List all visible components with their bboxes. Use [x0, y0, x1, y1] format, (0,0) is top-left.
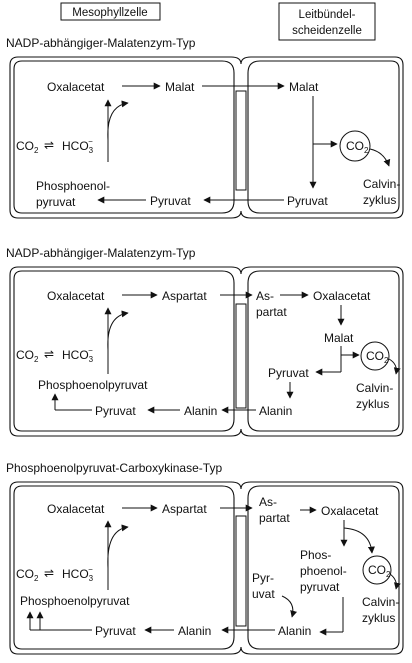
panel-3-equilibrium-sign: ⇌ [44, 566, 54, 580]
panel-2-aspartat-mesophyll: Aspartat [162, 289, 207, 303]
panel-2-bundle-cell [247, 270, 400, 432]
panel-2-plasmodesma-bar [235, 303, 247, 409]
panel-3-arrow-pyruvat-alanin [281, 595, 298, 618]
panel-1-oxalacetat: Oxalacetat [47, 80, 105, 94]
panel-3-arrow-co2-calvin [389, 573, 401, 590]
header-bundle-sheath: Leitbündel- scheidenzelle [278, 2, 376, 41]
header-mesophyll-label: Mesophyllzelle [72, 7, 147, 19]
panel-1-co2-left: CO2 [16, 139, 39, 155]
panel-1-pyruvat-mesophyll: Pyruvat [150, 194, 191, 208]
panel-2-aspartat-bundle-2: partat [256, 305, 287, 319]
panel-3-bundle-cell [247, 485, 400, 650]
panel-3-co2-left: CO2 [16, 567, 39, 583]
panel-2-co2-left: CO2 [16, 348, 39, 364]
panel-2-hco3: HCO3− [62, 346, 94, 364]
panel-1-arrow-hco3-fixation [107, 100, 129, 141]
panel-3-aspartat-bundle-1: As- [259, 495, 277, 509]
panel-1-equilibrium-sign: ⇌ [44, 138, 54, 152]
panel-2-calvin-1: Calvin- [356, 381, 393, 395]
panel-3-oxalacetat-bundle: Oxalacetat [321, 504, 379, 518]
panel-1-calvin-2: zyklus [363, 193, 396, 207]
panel-2-pyruvat-mesophyll: Pyruvat [95, 404, 136, 418]
panel-2-outer-wall [9, 266, 404, 437]
panel-3-calvin-1: Calvin- [362, 595, 399, 609]
panel-3-calvin-2: zyklus [362, 611, 395, 625]
panel-1-arrow-co2-calvin [369, 148, 391, 167]
panel-1-pep-1: Phosphoenol- [36, 179, 110, 193]
panel-2: NADP-abhängiger-Malatenzym-Typ Oxalaceta… [6, 246, 404, 437]
panel-3-alanin-bundle: Alanin [278, 624, 311, 638]
panel-1-calvin-1: Calvin- [363, 177, 400, 191]
panel-3-alanin-mesophyll: Alanin [178, 624, 211, 638]
panel-2-alanin-mesophyll: Alanin [184, 404, 217, 418]
panel-2-alanin-bundle: Alanin [259, 404, 292, 418]
panel-1-plasmodesma-bar [235, 90, 247, 191]
panel-3-aspartat-bundle-2: partat [259, 511, 290, 525]
panel-3-mesophyll-cell [13, 485, 235, 650]
panel-2-oxalacetat-bundle: Oxalacetat [313, 289, 371, 303]
panel-3-phos-3: pyruvat [300, 580, 340, 594]
panel-3-phos-1: Phos- [300, 548, 331, 562]
panel-1-bundle-cell [247, 60, 400, 214]
panel-1-hco3: HCO3− [62, 137, 94, 155]
panel-2-pep: Phosphoenolpyruvat [38, 378, 148, 392]
panel-1-pyruvat-bundle: Pyruvat [287, 194, 328, 208]
panel-1-co2-circle-label: CO2 [346, 139, 369, 155]
panel-3-arrow-oxa-co2 [343, 527, 375, 554]
panel-3-arrow-hco3-fixation [107, 524, 129, 569]
header-bundle-sheath-line2: scheidenzelle [292, 25, 362, 37]
panel-2-co2-circle-label: CO2 [366, 349, 389, 365]
panel-3-plasmodesma-bar [235, 515, 247, 627]
panel-2-equilibrium-sign: ⇌ [44, 347, 54, 361]
header-mesophyll: Mesophyllzelle [60, 2, 161, 21]
panel-2-co2-circle [360, 341, 390, 371]
header-bundle-sheath-line1: Leitbündel- [299, 9, 356, 21]
panel-2-calvin-2: zyklus [356, 397, 389, 411]
panel-3-pyruvat-mesophyll: Pyruvat [95, 624, 136, 638]
panel-3-hco3: HCO3− [62, 565, 94, 583]
panel-1-co2-circle [339, 130, 371, 162]
panel-2-arrow-hco3-fixation [107, 310, 129, 351]
panel-1-malat-mesophyll: Malat [165, 80, 195, 94]
panel-3: Phosphoenolpyruvat-Carboxykinase-Typ Oxa… [6, 461, 404, 655]
panel-1: NADP-abhängiger-Malatenzym-Typ Oxalaceta… [6, 36, 404, 219]
panel-2-malat: Malat [324, 331, 354, 345]
panel-3-oxalacetat-mesophyll: Oxalacetat [47, 502, 105, 516]
panel-3-pyr-1: Pyr- [252, 571, 274, 585]
panel-3-aspartat-mesophyll: Aspartat [162, 502, 207, 516]
panel-2-title: NADP-abhängiger-Malatenzym-Typ [6, 246, 196, 260]
panel-3-title: Phosphoenolpyruvat-Carboxykinase-Typ [6, 461, 222, 475]
panel-3-co2-circle [362, 555, 392, 585]
panel-2-arrow-co2-calvin [388, 358, 401, 375]
panel-2-mesophyll-cell [13, 270, 235, 432]
panel-2-pyruvat-bundle: Pyruvat [268, 366, 309, 380]
panel-1-malat-bundle: Malat [289, 80, 319, 94]
panel-3-pyr-2: uvat [252, 587, 275, 601]
panel-1-pep-2: pyruvat [36, 195, 76, 209]
panel-1-mesophyll-cell [13, 60, 235, 214]
panel-2-oxalacetat-mesophyll: Oxalacetat [47, 289, 105, 303]
panel-3-outer-wall [9, 481, 404, 655]
panel-1-outer-wall [9, 56, 404, 219]
panel-3-pep: Phosphoenolpyruvat [20, 594, 130, 608]
panel-3-phos-2: phoenol- [300, 564, 347, 578]
panel-3-co2-circle-label: CO2 [368, 563, 391, 579]
panel-1-title: NADP-abhängiger-Malatenzym-Typ [6, 36, 196, 50]
panel-2-aspartat-bundle-1: As- [256, 289, 274, 303]
